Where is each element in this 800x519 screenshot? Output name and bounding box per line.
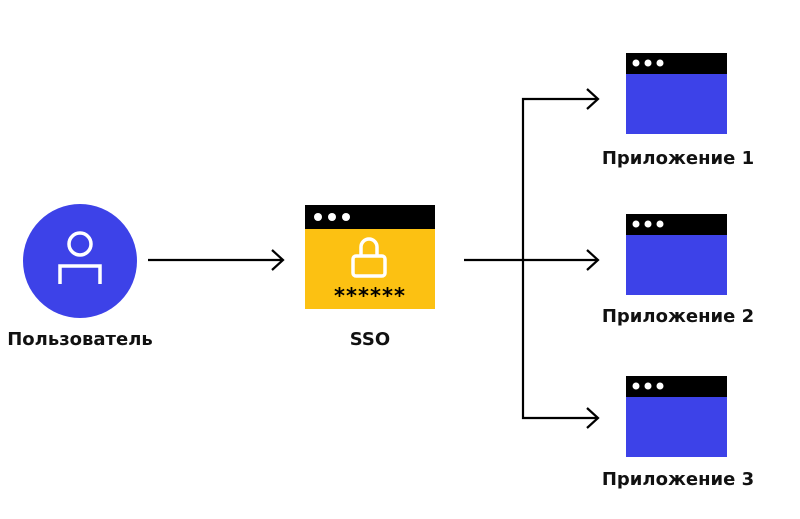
window-dots-icon (632, 382, 664, 390)
window-dots-icon (314, 213, 350, 221)
app-window-3 (626, 376, 727, 457)
sso-label: SSO (349, 329, 391, 350)
app-label-1: Приложение 1 (601, 148, 755, 169)
sso-window-bar (305, 205, 435, 229)
app-window-2 (626, 214, 727, 295)
app-label-3: Приложение 3 (601, 469, 755, 490)
sso-node: ****** (305, 205, 435, 309)
window-dots-icon (632, 220, 664, 228)
arrow-user-to-sso (148, 249, 285, 271)
user-node (23, 204, 137, 318)
window-dots-icon (632, 59, 664, 67)
password-mask: ****** (334, 284, 406, 308)
arrow-sso-to-apps (464, 88, 600, 429)
user-icon (58, 231, 102, 284)
user-circle (23, 204, 137, 318)
lock-icon (351, 237, 387, 278)
app-window-1 (626, 53, 727, 134)
app-label-2: Приложение 2 (601, 306, 755, 327)
user-label: Пользователь (7, 329, 153, 350)
